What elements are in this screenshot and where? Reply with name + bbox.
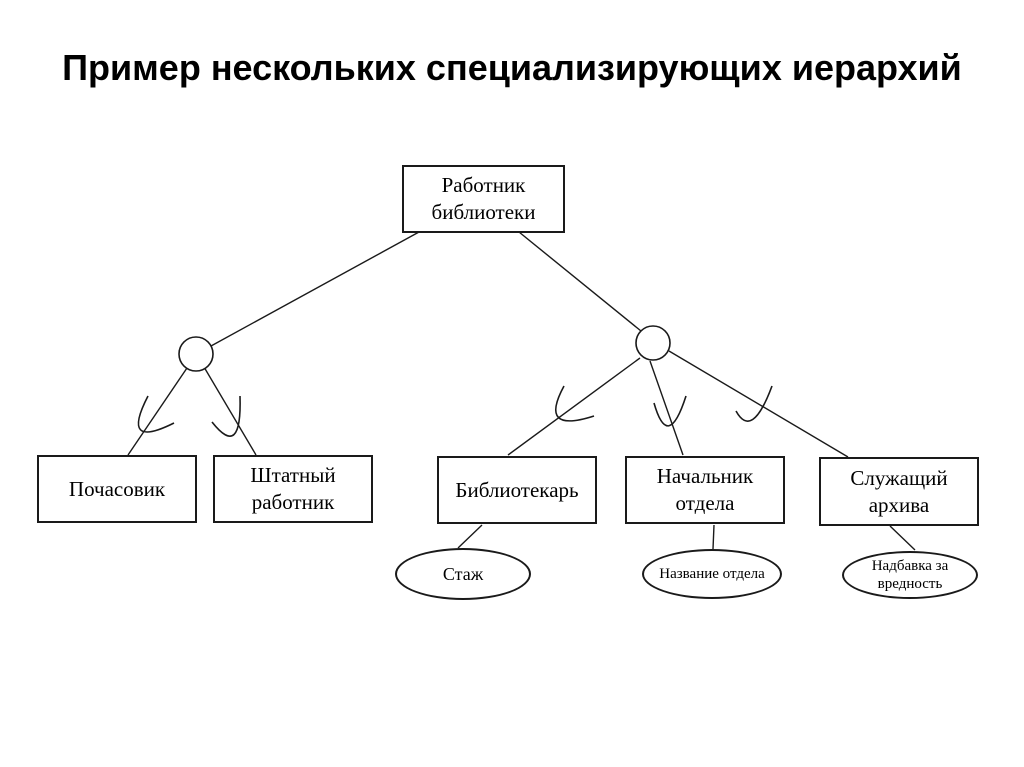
attribute-ellipse-department-name: Название отдела [642, 549, 782, 599]
attribute-label: Название отдела [659, 566, 765, 582]
specialization-arc [137, 395, 175, 433]
entity-box-department-head: Начальник отдела [625, 456, 785, 524]
page-title: Пример нескольких специализирующих иерар… [62, 47, 962, 88]
connector-line-archive-clerk [668, 350, 849, 458]
connector-line-hazard-bonus-attr [889, 525, 916, 551]
attribute-label: Стаж [442, 564, 484, 584]
entity-label: Работник библиотеки [431, 173, 536, 224]
entity-label: Почасовик [68, 476, 166, 501]
entity-box-library-worker: Работник библиотеки [402, 165, 565, 233]
entity-box-staff-worker: Штатный работник [213, 455, 373, 523]
connector-line-staff-worker [203, 366, 257, 456]
entity-label: Библиотекарь [455, 477, 579, 502]
specialization-arc [653, 395, 687, 427]
specialization-circle-left [178, 336, 214, 372]
connector-line-librarian [507, 357, 641, 456]
specialization-arc [735, 385, 773, 422]
attribute-ellipse-hazard-bonus: Надбавка за вредность [842, 551, 978, 599]
entity-label: Штатный работник [250, 463, 336, 514]
specialization-arc [211, 395, 241, 437]
connector-line-root-left-circle [210, 231, 420, 347]
connector-line-department-name-attr [712, 524, 715, 550]
connector-line-root-right-circle [518, 231, 642, 332]
connector-line-experience-attr [457, 524, 483, 549]
connector-line-hourly-worker [127, 367, 188, 456]
specialization-arc [554, 385, 595, 422]
attribute-label: Надбавка за вредность [871, 558, 949, 592]
entity-box-archive-clerk: Служащий архива [819, 457, 979, 526]
attribute-ellipse-experience: Стаж [395, 548, 531, 600]
entity-label: Начальник отдела [656, 464, 754, 515]
entity-label: Служащий архива [850, 465, 948, 517]
connector-line-department-head [649, 360, 684, 456]
entity-box-hourly-worker: Почасовик [37, 455, 197, 523]
specialization-circle-right [635, 325, 671, 361]
entity-box-librarian: Библиотекарь [437, 456, 597, 524]
